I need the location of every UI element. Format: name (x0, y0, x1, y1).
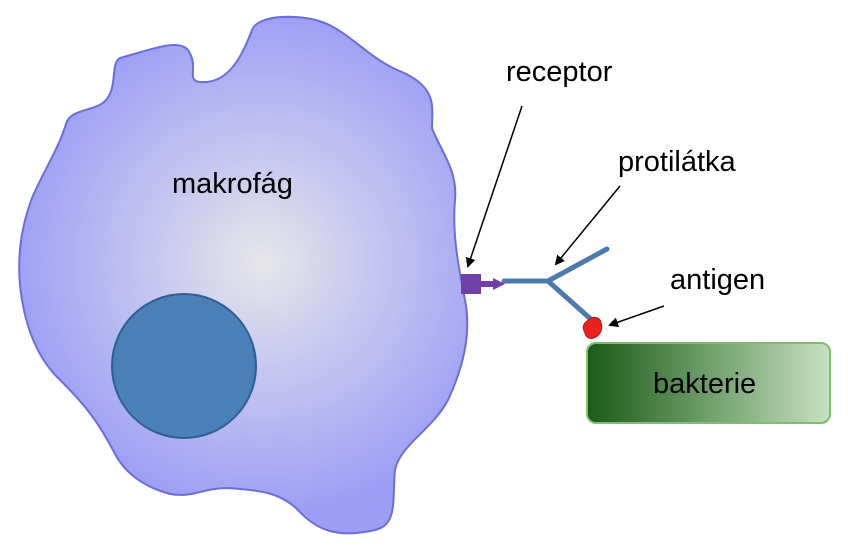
antibody-pointer-arrow (554, 185, 621, 266)
antibody (501, 246, 610, 325)
receptor-pointer-arrow (465, 105, 523, 268)
bacterium-label: bakterie (653, 368, 756, 400)
receptor-label: receptor (506, 56, 613, 88)
bacterium (586, 342, 831, 424)
macrophage-cell (18, 15, 469, 535)
antigen-pointer-arrow (608, 305, 665, 328)
nucleus (111, 293, 257, 439)
receptor-block (461, 274, 481, 294)
macrophage-label: makrofág (172, 168, 293, 200)
antigen-label: antigen (670, 264, 765, 296)
antibody-label: protilátka (618, 146, 737, 178)
antigen (582, 316, 603, 339)
receptor-tip (493, 278, 505, 290)
